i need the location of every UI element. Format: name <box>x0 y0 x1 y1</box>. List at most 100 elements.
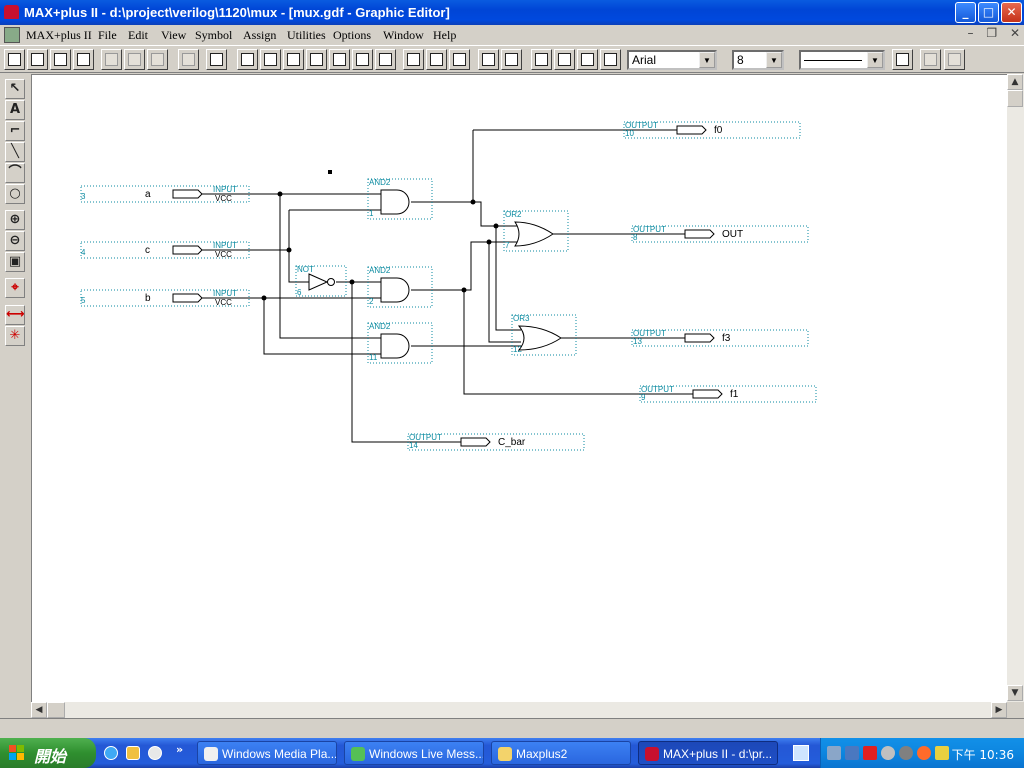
output-pin-f1[interactable]: OUTPUT 9 f1 <box>639 385 817 403</box>
orthogonal-line-button[interactable]: ⌐ <box>5 121 25 141</box>
not-gate[interactable]: NOT 6 <box>295 265 347 297</box>
mdi-minimize-button[interactable]: – <box>967 26 974 40</box>
and-gate-1[interactable]: AND2 1 <box>367 178 433 220</box>
simulator-button[interactable] <box>375 49 396 70</box>
mdi-restore-button[interactable]: ❐ <box>986 26 998 40</box>
quick-launch-expand-icon[interactable]: » <box>176 743 184 756</box>
taskbar-task-1[interactable]: Windows Media Pla... <box>197 741 337 765</box>
app-icon[interactable] <box>4 5 19 19</box>
chevron-down-icon[interactable]: ▼ <box>699 52 715 68</box>
menu-window[interactable]: Window <box>383 28 424 42</box>
folder-icon[interactable] <box>935 746 949 760</box>
menu-maxplus[interactable]: MAX+plus II <box>26 28 92 42</box>
connect-line-button[interactable]: ⟷ <box>5 305 25 325</box>
schematic-canvas[interactable]: 3 a INPUT VCC 4 c INPUT VCC 5 b INPUT VC… <box>31 74 1007 702</box>
output-pin-f3[interactable]: OUTPUT 13 f3 <box>631 329 809 347</box>
find-node-button[interactable] <box>554 49 575 70</box>
timing-analyzer-button[interactable] <box>403 49 424 70</box>
chevron-down-icon[interactable]: ▼ <box>766 52 782 68</box>
rubberband-toggle-button[interactable]: ⌖ <box>5 278 25 298</box>
text-tool-button[interactable]: A <box>5 100 25 120</box>
zoom-out-button[interactable]: ⊖ <box>5 231 25 251</box>
scroll-thumb-horizontal[interactable] <box>47 702 65 718</box>
toggle-ortho-button[interactable] <box>944 49 965 70</box>
vertical-scrollbar[interactable]: ▲ ▼ <box>1007 74 1024 702</box>
maximize-button[interactable]: □ <box>978 2 999 23</box>
help-pointer-button[interactable] <box>206 49 227 70</box>
antivirus-icon[interactable] <box>863 746 877 760</box>
scroll-thumb-vertical[interactable] <box>1007 90 1023 107</box>
taskbar-task-4[interactable]: MAX+plus II - d:\pr... <box>638 741 778 765</box>
scroll-up-icon[interactable]: ▲ <box>1007 74 1023 90</box>
menu-file[interactable]: File <box>98 28 117 42</box>
open-button[interactable] <box>27 49 48 70</box>
fit-in-window-button[interactable]: ▣ <box>5 252 25 272</box>
minimize-button[interactable]: _ <box>955 2 976 23</box>
input-pin-a[interactable]: 3 a INPUT VCC <box>80 185 250 203</box>
messenger-status-icon[interactable] <box>917 746 931 760</box>
font-size-button[interactable] <box>920 49 941 70</box>
line-style-select[interactable]: ▼ <box>799 50 885 70</box>
warning-button[interactable] <box>237 49 258 70</box>
project-save-simulate-button[interactable] <box>531 49 552 70</box>
scroll-left-icon[interactable]: ◀ <box>31 702 47 718</box>
scroll-right-icon[interactable]: ▶ <box>991 702 1007 718</box>
find-node-in-floorplan-button[interactable] <box>600 49 621 70</box>
clock[interactable]: 下午 10:36 <box>951 748 1014 762</box>
paste-button[interactable] <box>147 49 168 70</box>
hierarchy-button[interactable] <box>283 49 304 70</box>
doc-system-menu-icon[interactable] <box>4 27 20 43</box>
menu-help[interactable]: Help <box>433 28 457 42</box>
undo-button[interactable] <box>178 49 199 70</box>
mdi-close-button[interactable]: ✕ <box>1009 26 1020 40</box>
font-name-select[interactable]: Arial ▼ <box>627 50 717 70</box>
taskbar-task-3[interactable]: Maxplus2 <box>491 741 631 765</box>
menu-assign[interactable]: Assign <box>243 28 277 42</box>
taskbar-task-2[interactable]: Windows Live Mess... <box>344 741 484 765</box>
chevron-down-icon[interactable]: ▼ <box>867 52 883 68</box>
input-pin-b[interactable]: 5 b INPUT VCC <box>80 289 250 307</box>
output-pin-f0[interactable]: OUTPUT 10 f0 <box>623 121 801 139</box>
volume-icon[interactable] <box>881 746 895 760</box>
hierarchy-display-button[interactable] <box>306 49 327 70</box>
select-arrow-button[interactable]: ↖ <box>5 79 25 99</box>
copy-button[interactable] <box>124 49 145 70</box>
and-gate-2[interactable]: AND2 2 <box>367 266 433 308</box>
scroll-down-icon[interactable]: ▼ <box>1007 685 1023 701</box>
user-icon[interactable] <box>827 746 841 760</box>
hierarchy-up-button[interactable] <box>260 49 281 70</box>
circle-tool-button[interactable]: ○ <box>5 184 25 204</box>
compiler-button[interactable] <box>352 49 373 70</box>
start-button[interactable]: 開始 <box>0 738 96 768</box>
network-icon[interactable] <box>845 746 859 760</box>
show-desktop-icon[interactable] <box>126 746 140 760</box>
project-save-check-button[interactable] <box>478 49 499 70</box>
menu-symbol[interactable]: Symbol <box>195 28 233 42</box>
arc-tool-button[interactable]: ⌒ <box>5 163 25 183</box>
disk-icon[interactable] <box>899 746 913 760</box>
floorplan-button[interactable] <box>329 49 350 70</box>
print-button[interactable] <box>73 49 94 70</box>
font-size-select[interactable]: 8 ▼ <box>732 50 784 70</box>
menu-options[interactable]: Options <box>333 28 372 42</box>
ie-icon[interactable] <box>104 746 118 760</box>
find-node-in-waveform-button[interactable] <box>892 49 913 70</box>
zoom-in-button[interactable]: ⊕ <box>5 210 25 230</box>
output-pin-out[interactable]: OUTPUT 8 OUT <box>631 225 809 243</box>
or-gate-3[interactable]: OR3 12 <box>511 314 577 356</box>
save-button[interactable] <box>50 49 71 70</box>
menu-view[interactable]: View <box>161 28 187 42</box>
or-gate-2[interactable]: OR2 7 <box>503 210 569 252</box>
media-player-icon[interactable] <box>148 746 162 760</box>
diagonal-line-button[interactable]: ╲ <box>5 142 25 162</box>
keyboard-icon[interactable] <box>793 745 809 761</box>
menu-edit[interactable]: Edit <box>128 28 148 42</box>
and-gate-3[interactable]: AND2 11 <box>367 322 433 364</box>
horizontal-scrollbar[interactable]: ◀ ▶ <box>31 702 1007 718</box>
close-button[interactable]: ✕ <box>1001 2 1022 23</box>
find-node-in-design-button[interactable] <box>577 49 598 70</box>
project-set-button[interactable] <box>449 49 470 70</box>
new-button[interactable] <box>4 49 25 70</box>
programmer-button[interactable] <box>426 49 447 70</box>
output-pin-cbar[interactable]: OUTPUT 14 C_bar <box>407 433 585 451</box>
